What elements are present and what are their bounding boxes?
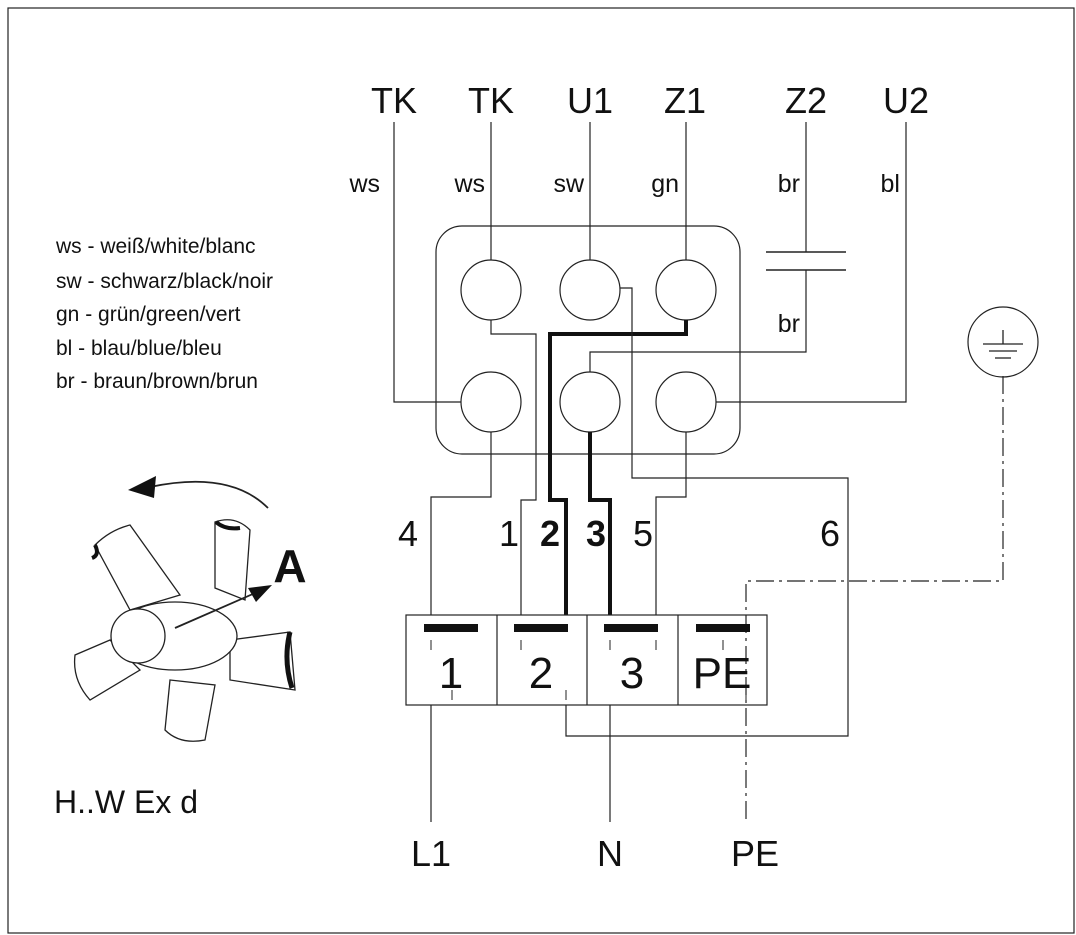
ground-icon xyxy=(967,306,1039,378)
terminal-circle xyxy=(460,371,522,433)
wire-numbers: 4 1 2 3 5 6 xyxy=(398,513,840,554)
legend-br: br - braun/brown/brun xyxy=(56,370,258,393)
color-u1: sw xyxy=(553,170,585,198)
diagram-frame xyxy=(7,7,1075,934)
legend-bl: bl - blau/blue/bleu xyxy=(56,337,222,360)
legend-sw: sw - schwarz/black/noir xyxy=(56,270,273,293)
terminal-circle xyxy=(460,259,522,321)
color-z2-lower: br xyxy=(778,310,800,338)
wire-tk-2-to-terminal-1 xyxy=(490,320,537,615)
wire-tk-1 xyxy=(393,122,461,403)
wire-number-6: 6 xyxy=(820,513,840,554)
terminal-circle xyxy=(559,259,621,321)
color-tk-2: ws xyxy=(453,170,485,198)
terminal-1-label: 1 xyxy=(439,649,463,698)
wire-number-1: 1 xyxy=(499,513,519,554)
model-label: H..W Ex d xyxy=(54,784,198,820)
label-tk-1: TK xyxy=(371,80,417,121)
header-labels: TK TK U1 Z1 Z2 U2 xyxy=(371,80,929,121)
wire-color-labels: ws ws sw gn br bl br xyxy=(348,170,900,338)
terminal-3-label: 3 xyxy=(620,649,644,698)
supply-labels: L1 N PE xyxy=(411,833,779,874)
supply-pe: PE xyxy=(731,833,779,874)
label-u2: U2 xyxy=(883,80,929,121)
terminal-block: 1 2 3 PE xyxy=(405,614,768,706)
color-legend: ws - weiß/white/blanc sw - schwarz/black… xyxy=(55,235,273,393)
wires xyxy=(393,122,1004,822)
motor-terminal-box xyxy=(435,225,741,455)
wire-number-5: 5 xyxy=(633,513,653,554)
direction-label-a: A xyxy=(273,540,306,592)
wire-z2-lower xyxy=(589,270,807,372)
wire-4 xyxy=(430,432,492,615)
wire-z1-to-terminal-2 xyxy=(548,320,688,615)
terminal-2-label: 2 xyxy=(529,649,553,698)
color-z2: br xyxy=(778,170,800,198)
terminal-circle xyxy=(559,371,621,433)
wire-u1-internal-6 xyxy=(565,287,849,737)
label-z1: Z1 xyxy=(664,80,706,121)
capacitor-icon xyxy=(766,251,846,271)
color-u2: bl xyxy=(881,170,900,198)
wire-number-3: 3 xyxy=(586,513,606,554)
wire-number-4: 4 xyxy=(398,513,418,554)
wire-middle-to-terminal-3 xyxy=(588,432,612,615)
legend-ws: ws - weiß/white/blanc xyxy=(55,235,256,258)
wire-5 xyxy=(655,432,687,615)
fan-impeller-icon xyxy=(73,476,296,742)
label-tk-2: TK xyxy=(468,80,514,121)
label-z2: Z2 xyxy=(785,80,827,121)
supply-l1: L1 xyxy=(411,833,451,874)
terminal-pe-label: PE xyxy=(693,649,752,698)
color-tk-1: ws xyxy=(348,170,380,198)
wire-number-2: 2 xyxy=(540,513,560,554)
legend-gn: gn - grün/green/vert xyxy=(56,303,241,326)
rotation-arrow-icon xyxy=(149,480,269,509)
label-u1: U1 xyxy=(567,80,613,121)
terminal-circle xyxy=(655,371,717,433)
wire-u2 xyxy=(716,122,907,403)
supply-n: N xyxy=(597,833,623,874)
terminal-circle xyxy=(655,259,717,321)
color-z1: gn xyxy=(651,170,679,198)
wire-pe-ground xyxy=(745,376,1004,822)
